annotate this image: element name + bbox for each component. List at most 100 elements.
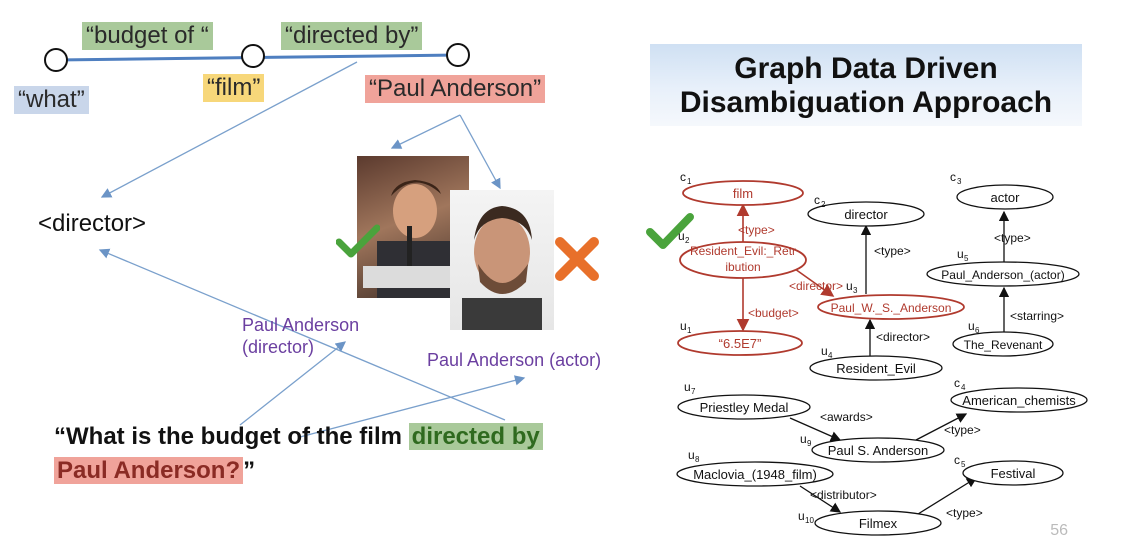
svg-text:3: 3 xyxy=(957,177,962,186)
arrow-question-to-cand-actor xyxy=(299,375,526,438)
svg-text:u: u xyxy=(821,344,828,358)
svg-text:c: c xyxy=(954,376,960,390)
edge-label: <type> xyxy=(874,244,911,258)
svg-text:u: u xyxy=(957,247,964,261)
svg-text:u: u xyxy=(968,319,975,333)
svg-text:u: u xyxy=(688,448,695,462)
svg-text:Paul_Anderson_(actor): Paul_Anderson_(actor) xyxy=(941,268,1064,282)
svg-text:c: c xyxy=(950,170,956,184)
svg-text:American_chemists: American_chemists xyxy=(962,393,1076,408)
title-line-1: Graph Data Driven xyxy=(734,52,998,85)
edge-label: <type> xyxy=(946,506,983,520)
edge-label: <type> xyxy=(994,231,1031,245)
svg-text:2: 2 xyxy=(685,236,690,245)
svg-text:7: 7 xyxy=(691,387,696,396)
svg-text:Festival: Festival xyxy=(991,466,1036,481)
question-part2: ” xyxy=(243,457,256,484)
svg-text:Resident_Evil:_Retr: Resident_Evil:_Retr xyxy=(690,244,796,258)
slide-number: 56 xyxy=(1050,522,1068,539)
svg-text:3: 3 xyxy=(853,286,858,295)
arrow-directed-to-director xyxy=(100,61,358,198)
svg-text:c: c xyxy=(954,453,960,467)
svg-text:u: u xyxy=(684,380,691,394)
svg-text:director: director xyxy=(844,207,888,222)
edge-u7-u9 xyxy=(789,417,842,442)
svg-text:9: 9 xyxy=(807,439,812,448)
edge-u10-c5 xyxy=(917,477,978,515)
edge-u8-u10 xyxy=(799,485,842,513)
question-highlight-paul-anderson: Paul Anderson? xyxy=(54,457,244,484)
svg-text:c: c xyxy=(680,170,686,184)
svg-text:ibution: ibution xyxy=(725,260,760,274)
svg-text:2: 2 xyxy=(821,200,826,209)
svg-text:Resident_Evil: Resident_Evil xyxy=(836,361,916,376)
svg-text:5: 5 xyxy=(961,460,966,469)
question-highlight-directed-by: directed by xyxy=(408,423,543,450)
candidate-actor: Paul Anderson (actor) xyxy=(427,350,602,370)
svg-text:c: c xyxy=(814,193,820,207)
svg-text:film: film xyxy=(733,186,753,201)
arrow-question-to-cand-director xyxy=(239,341,347,426)
edge-label: <awards> xyxy=(820,410,873,424)
edge-u9-c4 xyxy=(915,413,968,441)
edge-label: <director> xyxy=(789,279,843,293)
query-graph-canvas xyxy=(44,43,526,438)
svg-text:u: u xyxy=(800,432,807,446)
natural-language-question: “What is the budget of the film directed… xyxy=(54,420,614,488)
svg-text:Priestley Medal: Priestley Medal xyxy=(700,400,789,415)
svg-text:Maclovia_(1948_film): Maclovia_(1948_film) xyxy=(693,467,817,482)
check-icon-2 xyxy=(646,213,694,249)
svg-text:Filmex: Filmex xyxy=(859,516,898,531)
svg-text:1: 1 xyxy=(687,326,692,335)
svg-text:10: 10 xyxy=(805,516,814,525)
edge-label: <director> xyxy=(876,330,930,344)
arrow-question-to-director xyxy=(98,248,506,421)
query-node-2 xyxy=(241,44,265,68)
svg-text:The_Revenant: The_Revenant xyxy=(964,338,1043,352)
phrase-budget-of: “budget of “ xyxy=(82,22,213,50)
edge-label: <type> xyxy=(944,423,981,437)
svg-text:Paul_W._S._Anderson: Paul_W._S._Anderson xyxy=(831,301,952,315)
svg-text:5: 5 xyxy=(964,254,969,263)
edge-label: <type> xyxy=(738,223,775,237)
actor-photo xyxy=(450,190,554,330)
phrase-directed-by: “directed by” xyxy=(281,22,423,50)
edge-label: <starring> xyxy=(1010,309,1064,323)
svg-text:8: 8 xyxy=(695,455,700,464)
svg-text:1: 1 xyxy=(687,177,692,186)
director-class-label: <director> xyxy=(38,210,147,237)
svg-text:Paul S. Anderson: Paul S. Anderson xyxy=(828,443,928,458)
title-line-2: Disambiguation Approach xyxy=(679,86,1053,119)
svg-text:actor: actor xyxy=(991,190,1021,205)
question-part1: “What is the budget of the film xyxy=(54,423,409,450)
svg-text:4: 4 xyxy=(961,383,966,392)
arrow-paul-to-actor-photo xyxy=(459,114,501,190)
svg-text:4: 4 xyxy=(828,351,833,360)
query-node-3 xyxy=(446,43,470,67)
check-icon xyxy=(336,224,380,258)
arrow-paul-to-director-photo xyxy=(390,114,461,149)
query-node-1 xyxy=(44,48,68,72)
phrase-what: “what” xyxy=(14,86,89,114)
director-photo-illustration xyxy=(363,180,463,298)
svg-text:“6.5E7”: “6.5E7” xyxy=(719,336,762,351)
phrase-paul-anderson: “Paul Anderson” xyxy=(365,75,546,103)
rdf-graph: <type> <director> <budget> <type> <direc… xyxy=(676,170,1088,536)
svg-text:u: u xyxy=(680,319,687,333)
svg-text:u: u xyxy=(678,229,685,243)
actor-photo-illustration xyxy=(462,206,542,330)
cross-icon xyxy=(555,237,599,281)
